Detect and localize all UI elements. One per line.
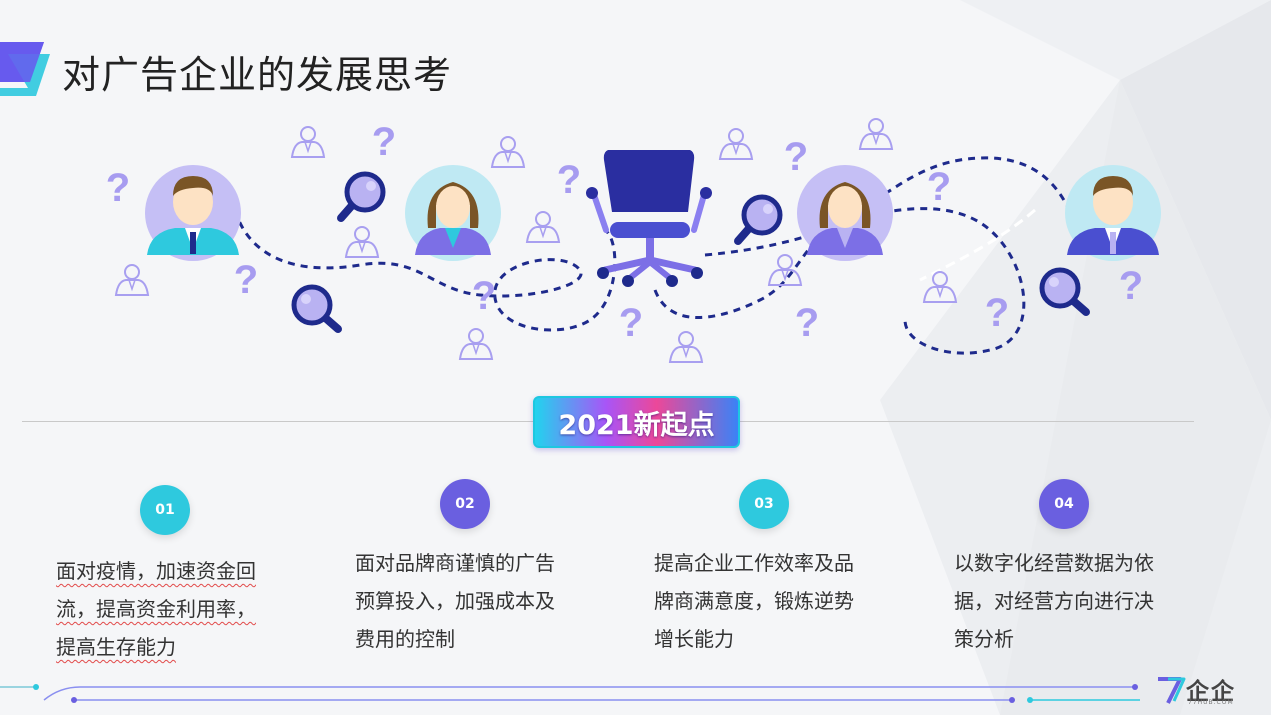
brand-logo-icon xyxy=(1158,677,1186,704)
item-line: 流，提高资金利用率， xyxy=(56,597,256,621)
year-banner: 2021新起点 xyxy=(533,396,740,448)
item-description: 面对疫情，加速资金回 流，提高资金利用率， 提高生存能力 xyxy=(56,552,281,666)
item-description: 以数字化经营数据为依 据，对经营方向进行决 策分析 xyxy=(954,544,1179,658)
item-line: 面对疫情，加速资金回 xyxy=(56,559,256,583)
item-number-badge: 01 xyxy=(140,485,190,535)
office-chair-icon xyxy=(586,150,712,287)
item-line: 增长能力 xyxy=(654,627,734,651)
item-line: 预算投入，加强成本及 xyxy=(355,589,555,613)
item-line: 据，对经营方向进行决 xyxy=(954,589,1154,613)
item-line: 面对品牌商谨慎的广告 xyxy=(355,551,555,575)
brand-logo-text: 企企 xyxy=(1186,679,1236,705)
illustration: ? xyxy=(105,118,1161,363)
item-line: 提高企业工作效率及品 xyxy=(654,551,854,575)
item-line: 以数字化经营数据为依 xyxy=(954,551,1154,575)
title-accent-icon xyxy=(0,42,50,96)
banner-label: 2021新起点 xyxy=(558,409,715,441)
brand-logo-subtext: 77HUB.COM xyxy=(1188,699,1234,706)
avatar-woman-2 xyxy=(797,165,893,261)
avatar-man-1 xyxy=(145,165,241,261)
avatar-man-2 xyxy=(1065,165,1161,261)
footer-decoration xyxy=(0,684,1140,703)
item-number-badge: 04 xyxy=(1039,479,1089,529)
dashed-path xyxy=(653,156,1077,319)
item-description: 提高企业工作效率及品 牌商满意度，锻炼逆势 增长能力 xyxy=(654,544,879,658)
avatar-woman-1 xyxy=(405,165,501,261)
dashed-path xyxy=(919,208,1036,282)
dashed-path xyxy=(233,209,617,332)
item-line: 费用的控制 xyxy=(355,627,455,651)
item-number-badge: 03 xyxy=(739,479,789,529)
item-description: 面对品牌商谨慎的广告 预算投入，加强成本及 费用的控制 xyxy=(355,544,580,658)
item-line: 牌商满意度，锻炼逆势 xyxy=(654,589,854,613)
item-line: 提高生存能力 xyxy=(56,635,176,659)
item-line: 策分析 xyxy=(954,627,1014,651)
page-title: 对广告企业的发展思考 xyxy=(62,53,453,97)
item-number-badge: 02 xyxy=(440,479,490,529)
